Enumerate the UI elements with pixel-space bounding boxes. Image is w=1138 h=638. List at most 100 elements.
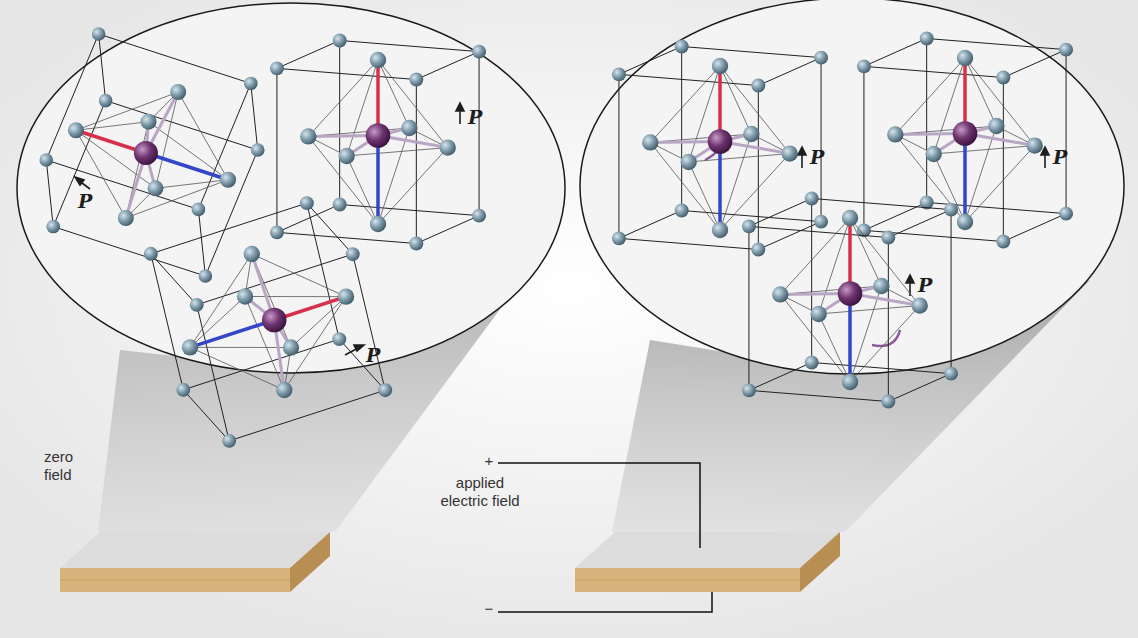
ion [873, 278, 889, 294]
ion [887, 126, 903, 142]
octahedron-edge [650, 142, 720, 230]
ion [378, 383, 392, 397]
cell-edge [749, 390, 888, 401]
ion [944, 367, 958, 381]
cell-edge [749, 198, 812, 226]
ion [805, 192, 819, 206]
octahedron-edge [126, 180, 228, 218]
ion [612, 231, 626, 245]
perovskite-octahedron [742, 192, 958, 409]
ion [842, 374, 858, 390]
cell-edge [758, 86, 759, 250]
cell-edge [1066, 50, 1067, 214]
ion [996, 71, 1010, 85]
octahedron-edge [245, 296, 346, 297]
polarization-label: P [468, 106, 498, 128]
ion [675, 204, 689, 218]
ion [642, 134, 658, 150]
ion [742, 383, 756, 397]
cell-edge [864, 66, 1003, 77]
polarization-label: P [918, 274, 948, 296]
cell-edge [479, 52, 480, 216]
cell-edge [1003, 214, 1066, 242]
cell-edge [340, 40, 479, 51]
ion [675, 40, 689, 54]
ion [944, 203, 958, 217]
octahedron-edge [155, 180, 228, 189]
perovskite-octahedron [857, 32, 1073, 249]
ion [370, 216, 386, 232]
ion [300, 196, 314, 210]
cell-edge [619, 210, 682, 238]
cell-edge [619, 74, 758, 85]
ion [912, 297, 928, 313]
ion [366, 123, 391, 148]
cell-edge [888, 374, 951, 402]
octahedron-edge [155, 92, 178, 188]
cell-edge [681, 46, 682, 210]
ion [957, 50, 973, 66]
ion [925, 146, 941, 162]
long-bond [376, 135, 380, 224]
ion [953, 121, 978, 146]
octahedron-edge [895, 126, 996, 134]
ion [742, 219, 756, 233]
cell-edge [619, 46, 682, 74]
ion [222, 434, 236, 448]
ion [472, 45, 486, 59]
ion [283, 339, 299, 355]
cell-edge [863, 66, 864, 230]
ion [805, 356, 819, 370]
ion [772, 286, 788, 302]
condition-label: zero field [44, 448, 94, 484]
cell-edge [749, 362, 812, 390]
cell-edge [307, 203, 339, 339]
cell-edge [758, 58, 821, 86]
cell-edge [927, 38, 1066, 49]
magnified-view [580, 0, 1124, 374]
cell-edge [151, 203, 307, 254]
cell-edge [812, 362, 951, 373]
octahedron-edge [819, 314, 850, 382]
cell-edge [1003, 78, 1004, 242]
ion [1027, 137, 1043, 153]
cell-edge [340, 204, 479, 215]
ion [244, 77, 258, 91]
ion [99, 94, 113, 108]
ion [147, 180, 163, 196]
ion [192, 203, 206, 217]
wire [498, 463, 700, 548]
ion [472, 209, 486, 223]
octahedron-edge [965, 58, 996, 126]
octahedron-edge [850, 306, 920, 382]
octahedron-edge [126, 122, 149, 218]
cell-edge [812, 198, 951, 209]
ion [144, 247, 158, 261]
cell-edge [888, 210, 951, 238]
ion [244, 246, 260, 262]
ion [270, 225, 284, 239]
ion [333, 34, 347, 48]
octahedron-edge [934, 154, 965, 222]
ion [1059, 207, 1073, 221]
cell-edge [277, 68, 416, 79]
ion [743, 126, 759, 142]
ion [333, 198, 347, 212]
cell-edge [183, 390, 229, 441]
ferroelectric-slab [60, 532, 330, 592]
ion [346, 247, 360, 261]
ion [338, 288, 354, 304]
ion [262, 308, 287, 333]
ion [857, 59, 871, 73]
polarization-label: P [1053, 146, 1083, 168]
cell-edge [416, 216, 479, 244]
ion [370, 52, 386, 68]
cell-edge [749, 226, 888, 237]
octahedron-edge [378, 148, 448, 224]
cell-edge [682, 46, 821, 57]
ion [118, 210, 134, 226]
cell-edge [151, 254, 183, 390]
cell-edge [198, 209, 205, 276]
ion [814, 51, 828, 65]
cell-edge [888, 238, 889, 402]
